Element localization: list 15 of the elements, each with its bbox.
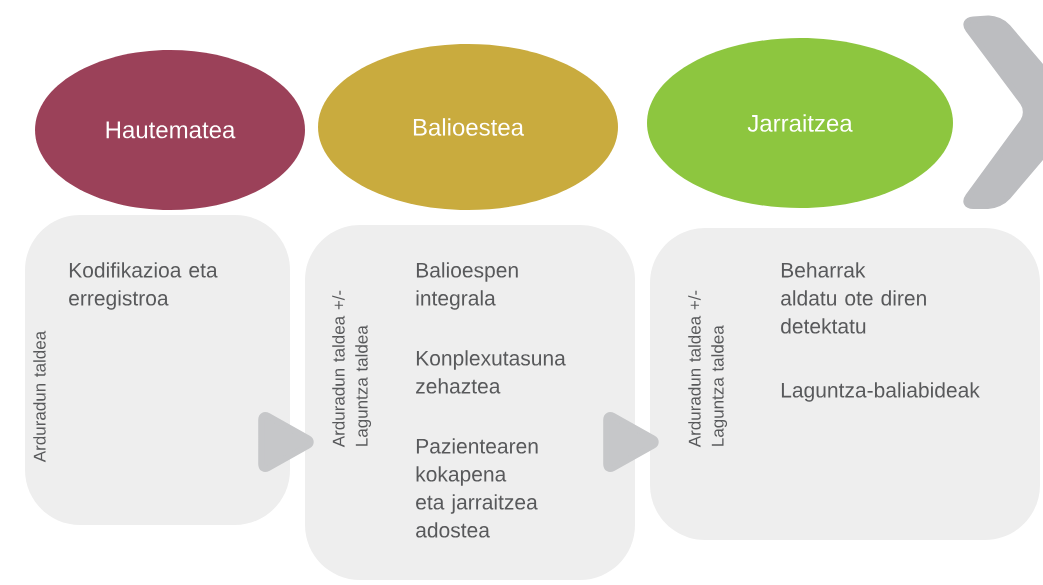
team-label: Arduradun taldea +/- Laguntza taldea <box>332 290 372 448</box>
arrow <box>603 412 659 472</box>
step-text: Kodifikazioa eta erregistroa <box>69 262 218 310</box>
step-card <box>650 228 1040 540</box>
step-text: Beharrak aldatu ote diren detektatu <box>781 262 926 334</box>
step-text: Laguntza-baliabideak <box>781 382 980 402</box>
step-text: Balioespen integrala <box>416 262 518 310</box>
chevron-arrow <box>963 15 1043 209</box>
arrow <box>258 412 314 472</box>
team-label: Arduradun taldea +/- Laguntza taldea <box>688 290 728 448</box>
step-card <box>25 215 290 525</box>
step-text: Konplexutasuna zehaztea <box>416 350 566 394</box>
step-text: Pazientearen kokapena eta jarraitzea adostea <box>416 438 538 538</box>
step-card <box>305 225 635 580</box>
team-label: Arduradun taldea <box>33 330 46 463</box>
